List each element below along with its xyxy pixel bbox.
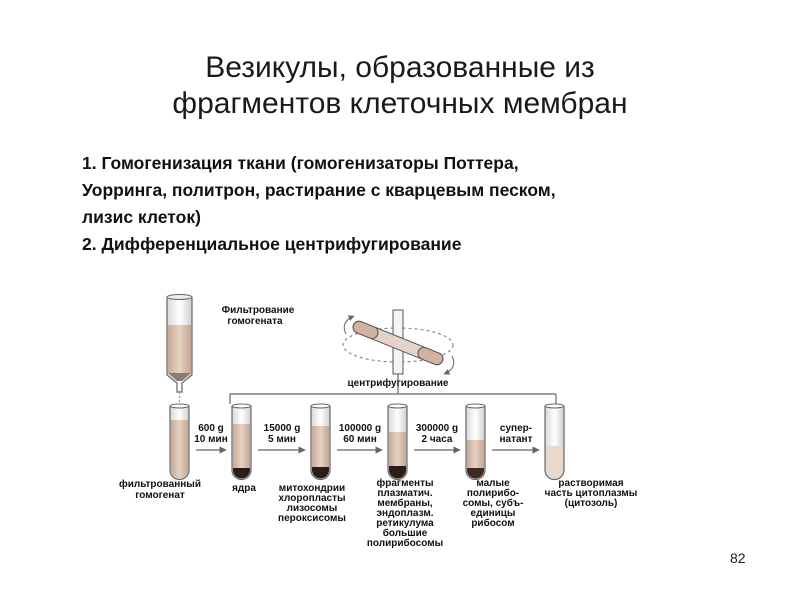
centrifuge-rotor-icon (342, 309, 455, 375)
centrifugation-bracket (229, 374, 557, 404)
step4-speed: 300000 g (416, 423, 458, 434)
body-line-1: 1. Гомогенизация ткани (гомогенизаторы П… (82, 153, 519, 173)
nuclei-label: ядра (232, 483, 256, 494)
mito-label-3: лизосомы (287, 503, 338, 514)
cytosol-label-1: растворимая (558, 478, 623, 489)
tube-filtered-homogenate (169, 403, 190, 481)
small-label-2: полирибо- (467, 487, 519, 499)
small-label-4: единицы (471, 508, 516, 519)
step2-time: 5 мин (268, 434, 296, 445)
step3-speed: 100000 g (339, 423, 381, 434)
step5-label-1: супер- (500, 423, 532, 434)
cytosol-label-3: (цитозоль) (565, 498, 618, 509)
step1-time: 10 мин (194, 434, 228, 445)
step1-speed: 600 g (198, 423, 224, 434)
tube-small-ribosomes (465, 403, 486, 481)
frag-label-2: плазматич. (377, 488, 432, 499)
small-label-3: сомы, субъ- (463, 497, 524, 509)
frag-label-6: большие (383, 527, 428, 539)
title-line-2: фрагментов клеточных мембран (172, 87, 628, 120)
small-label-1: малые (476, 478, 510, 489)
page-number: 82 (730, 550, 746, 566)
filtered-label-1: фильтрованный (119, 478, 201, 490)
tube-mitochondria (310, 403, 331, 481)
mito-label-1: митохондрии (279, 483, 345, 494)
slide-title: Везикулы, образованные из фрагментов кле… (0, 50, 800, 122)
step2-speed: 15000 g (264, 423, 301, 434)
cytosol-label-2: часть цитоплазмы (545, 488, 638, 499)
body-line-4: 2. Дифференциальное центрифугирование (82, 234, 462, 254)
frag-label-7: полирибосомы (367, 537, 443, 549)
filtration-label-1: Фильтрование (222, 305, 295, 316)
body-line-2: Уорринга, политрон, растирание с кварцев… (82, 180, 556, 200)
step4-time: 2 часа (422, 434, 453, 445)
centrifugation-label: центрифугирование (348, 377, 449, 389)
filtered-label-2: гомогенат (135, 490, 185, 501)
frag-label-4: эндоплазм. (377, 508, 434, 519)
tube-nuclei (231, 403, 252, 481)
frag-label-5: ретикулума (376, 518, 434, 529)
frag-label-1: фрагменты (376, 477, 433, 489)
funnel-tube (166, 294, 193, 402)
step3-time: 60 мин (343, 434, 377, 445)
mito-label-4: пероксисомы (278, 513, 346, 524)
slide-body: 1. Гомогенизация ткани (гомогенизаторы П… (82, 150, 722, 258)
step5-label-2: натант (500, 434, 533, 445)
filtration-label-2: гомогената (227, 316, 283, 327)
tube-membrane-fragments (387, 403, 408, 481)
body-line-3: лизис клеток) (82, 207, 201, 227)
mito-label-2: хлоропласты (278, 493, 345, 504)
tube-cytosol (544, 403, 565, 481)
frag-label-3: мембраны, (377, 497, 433, 509)
title-line-1: Везикулы, образованные из (205, 51, 595, 84)
small-label-5: рибосом (471, 517, 514, 529)
